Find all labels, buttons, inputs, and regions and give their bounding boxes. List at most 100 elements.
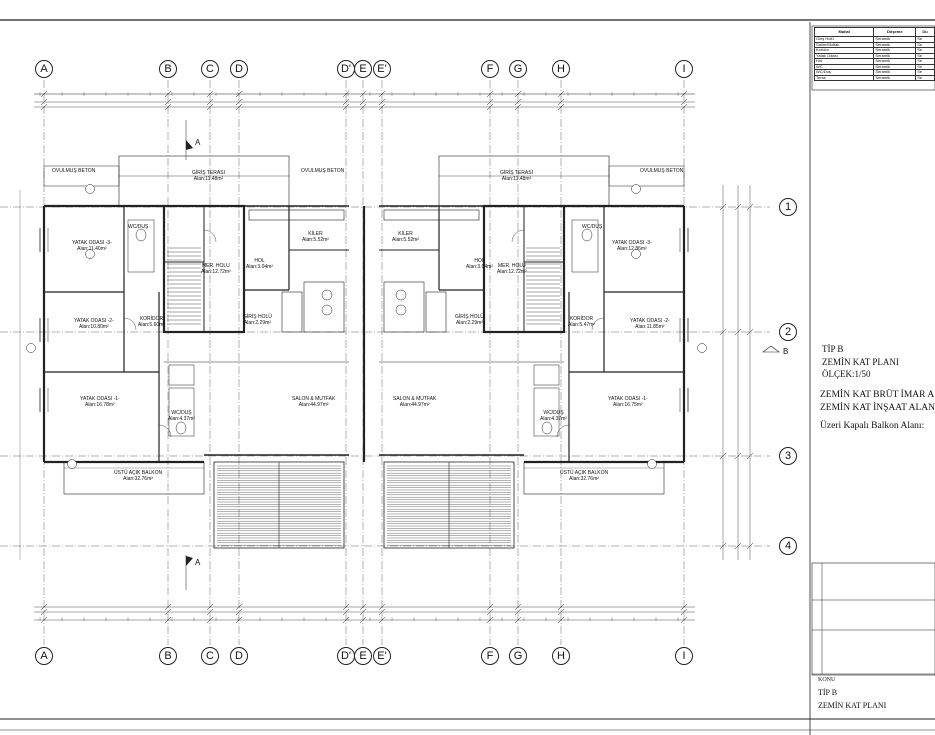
room-name: WC/DUŞ — [582, 224, 603, 230]
kitchen-counter — [383, 209, 480, 221]
room-label-yatak1-right: YATAK ODASI -1-Alan:16.75m² — [608, 396, 648, 408]
grid-label-column-bottom: E — [354, 647, 372, 665]
room-name: MER. HOLU — [201, 263, 230, 269]
dimension-tick — [235, 603, 243, 611]
legend-cell: Teras — [813, 74, 875, 81]
legend-header-mahal: Mahal — [813, 27, 875, 37]
section-mark-letter: B — [783, 347, 789, 356]
room-name: WC/DUŞ — [543, 410, 564, 416]
dimension-tick — [486, 98, 494, 106]
room-label-yatak2-left: YATAK ODASI -2-Alan:10.80m² — [74, 318, 114, 330]
grid-label-column-bottom: B — [159, 647, 177, 665]
dimension-tick — [378, 608, 386, 616]
grid-label-row: 4 — [779, 537, 797, 555]
dimension-tick — [206, 90, 214, 98]
room-area: Alan:12.86m² — [616, 246, 647, 252]
dimension-tick — [359, 608, 367, 616]
grid-label-column-bottom: E' — [373, 647, 391, 665]
level-marker — [697, 343, 707, 353]
dimension-tick — [734, 542, 742, 550]
room-label-ovulmus-center: OVULMUŞ BETON — [301, 168, 344, 174]
room-name: HOL — [474, 258, 485, 264]
grid-label-column-bottom: D' — [337, 647, 355, 665]
legend-header-du: Du — [915, 27, 935, 37]
room-area: Alan:3.04m² — [246, 264, 273, 270]
grid-label-row: 2 — [779, 323, 797, 341]
dimension-tick — [514, 90, 522, 98]
door-swing — [123, 317, 137, 331]
covered-balcony-area-label: Üzeri Kapalı Balkon Alanı: — [820, 421, 925, 431]
dimension-tick — [514, 103, 522, 111]
dimension-tick — [557, 608, 565, 616]
open-balcony — [63, 461, 205, 495]
dimension-tick — [359, 603, 367, 611]
grid-label-row: 3 — [779, 447, 797, 465]
dimension-tick — [746, 452, 754, 460]
room-name: GİRİŞ TERASI — [192, 170, 225, 176]
dimension-tick — [514, 616, 522, 624]
construction-area-label: ZEMİN KAT İNŞAAT ALAN — [820, 403, 935, 413]
dimension-tick — [746, 203, 754, 211]
legend-cell: Seramik — [873, 69, 917, 76]
room-area: Alan:5.52m² — [392, 237, 419, 243]
dimension-tick — [359, 98, 367, 106]
dimension-tick — [557, 603, 565, 611]
dimension-tick — [557, 90, 565, 98]
door-swing — [158, 424, 172, 438]
dimension-tick — [514, 608, 522, 616]
door-swing — [203, 229, 217, 243]
dimension-tick — [719, 203, 727, 211]
room-label-ovulmus-right: OVULMUŞ BETON — [640, 168, 683, 174]
dimension-tick — [680, 603, 688, 611]
dimension-tick — [40, 103, 48, 111]
toilet-fixture — [135, 228, 147, 242]
dimension-tick — [342, 608, 350, 616]
grid-label-column-top: G — [509, 60, 527, 78]
room-name: YATAK ODASI -1- — [608, 396, 648, 402]
grid-label-column-bottom: G — [509, 647, 527, 665]
room-name: OVULMUŞ BETON — [640, 168, 684, 174]
dimension-tick — [206, 98, 214, 106]
room-name: WC/DUŞ — [128, 224, 149, 230]
dimension-tick — [486, 608, 494, 616]
toilet-fixture — [175, 421, 187, 435]
ovulmus-band — [43, 165, 120, 187]
dimension-tick — [719, 328, 727, 336]
grid-label-column-top: H — [552, 60, 570, 78]
toilet-fixture — [541, 421, 553, 435]
cooktop-burner — [321, 289, 333, 301]
grid-label-column-bottom: F — [481, 647, 499, 665]
room-area: Alan:2.29m² — [243, 320, 271, 326]
wc-room — [168, 364, 195, 386]
door-swing — [591, 317, 605, 331]
dimension-tick — [486, 90, 494, 98]
legend-cell: Se — [915, 74, 935, 81]
room-name: GİRİŞ TERASI — [500, 170, 533, 176]
room-name: SALON & MUTFAK — [292, 396, 336, 402]
grid-label-column-top: I — [675, 60, 693, 78]
grid-label-column-bottom: I — [675, 647, 693, 665]
room-area: Alan:44.97m² — [399, 402, 430, 408]
room-name: OVULMUŞ BETON — [52, 168, 96, 174]
dimension-tick — [359, 616, 367, 624]
open-balcony — [523, 461, 665, 495]
cooktop-burner — [395, 304, 407, 316]
dimension-tick — [734, 452, 742, 460]
room-label-yatak2-right: YATAK ODASI -2-Alan:11.85m² — [630, 318, 670, 330]
grid-label-column-top: E' — [373, 60, 391, 78]
kitchen-counter — [383, 281, 425, 333]
section-arrow — [762, 345, 780, 353]
dimension-tick — [680, 98, 688, 106]
